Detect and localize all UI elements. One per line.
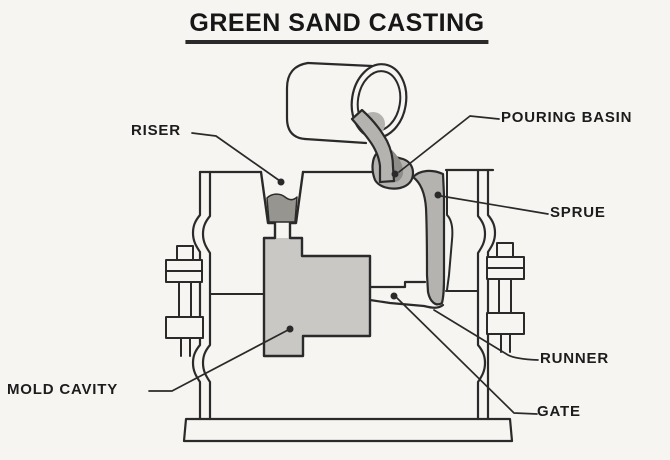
gate-leader [396,297,538,415]
label-runner: RUNNER [540,350,609,367]
riser-leader [191,132,281,182]
mold-cavity-leader [148,329,289,392]
pouring-basin-leader [398,115,500,173]
cope-top-surface [198,168,495,174]
label-mold-cavity: MOLD CAVITY [7,381,119,398]
label-sprue: SPRUE [550,204,606,221]
leader-dots [277,170,442,333]
label-pouring-basin: POURING BASIN [501,109,633,126]
left-clamp [165,245,204,357]
pouring-stream [350,108,396,184]
sprue-channel [411,169,446,306]
runner-gate-channel [368,280,445,309]
flask-right-wall [476,168,497,421]
right-clamp [486,242,525,353]
label-gate: GATE [537,403,581,420]
runner-leader [433,309,539,361]
sprue-leader [440,195,549,215]
base-plate [182,417,514,443]
diagram-title: GREEN SAND CASTING [185,9,489,44]
flask-left-wall [191,170,212,421]
riser-metal-fill [266,193,298,223]
label-riser: RISER [131,122,181,139]
cope-inner-edge-right [446,170,454,291]
riser-and-cavity-outline [259,170,372,358]
leader-lines [148,115,549,415]
